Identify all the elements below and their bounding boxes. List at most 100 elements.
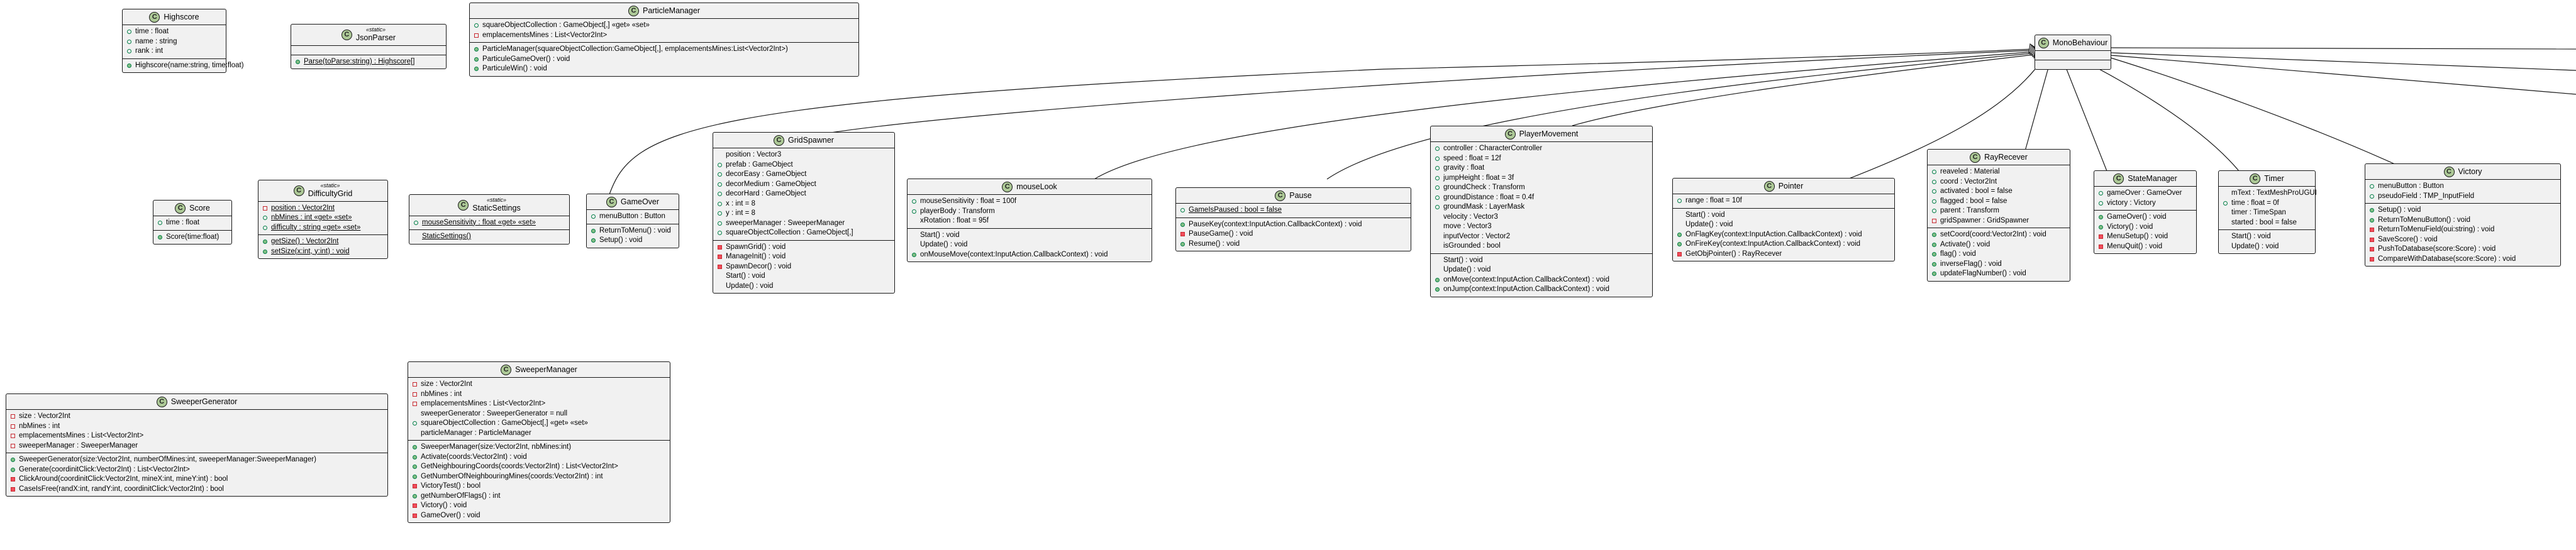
method-row: GetNumberOfNeighbouringMines(coords:Vect… xyxy=(413,472,665,482)
public-visibility-icon xyxy=(158,221,162,226)
field-row: groundMask : LayerMask xyxy=(1435,202,1648,212)
method-row: onMove(context:InputAction.CallbackConte… xyxy=(1435,275,1648,285)
field-row: gridSpawner : GridSpawner xyxy=(1932,216,2065,226)
public-visibility-icon xyxy=(11,467,15,472)
method-text: Update() : void xyxy=(1443,266,1491,274)
field-text: range : float = 10f xyxy=(1685,197,1742,204)
private-visibility-icon xyxy=(413,484,417,489)
circled-c-icon: C xyxy=(293,185,304,197)
field-row: prefab : GameObject xyxy=(718,160,890,170)
fields-compartment: mouseSensitivity : float «get» «set» xyxy=(409,215,569,230)
method-row: Update() : void xyxy=(1677,220,1890,230)
method-text: OnFlagKey(context:InputAction.CallbackCo… xyxy=(1685,230,1862,238)
field-row: move : Vector3 xyxy=(1435,222,1648,232)
field-row: started : bool = false xyxy=(2223,218,2311,228)
method-text: GameOver() : void xyxy=(2107,213,2167,221)
public-visibility-icon xyxy=(591,238,596,243)
field-row: nbMines : int «get» «set» xyxy=(263,213,383,223)
method-row: Setup() : void xyxy=(2370,206,2556,216)
method-row: Victory() : void xyxy=(2099,223,2192,233)
method-text: MenuSetup() : void xyxy=(2107,233,2168,241)
methods-compartment: PauseKey(context:InputAction.CallbackCon… xyxy=(1176,217,1411,251)
method-row: PauseGame() : void xyxy=(1180,229,1406,239)
circled-c-icon: C xyxy=(341,30,352,41)
method-row: ManageInit() : void xyxy=(718,252,890,262)
fields-compartment: menuButton : Button xyxy=(587,209,679,224)
field-row: decorEasy : GameObject xyxy=(718,170,890,180)
field-text: sweeperManager : SweeperManager xyxy=(19,441,138,449)
package-visibility-icon xyxy=(414,234,418,239)
public-visibility-icon xyxy=(127,39,131,44)
public-visibility-icon xyxy=(1435,156,1440,161)
method-row: updateFlagNumber() : void xyxy=(1932,269,2065,279)
class-name: JsonParser xyxy=(355,33,396,42)
field-text: size : Vector2Int xyxy=(421,380,472,388)
public-visibility-icon xyxy=(1435,287,1440,292)
field-text: emplacementsMines : List<Vector2Int> xyxy=(19,432,144,440)
method-row: ReturnToMenuButton() : void xyxy=(2370,216,2556,226)
method-row: MenuSetup() : void xyxy=(2099,232,2192,242)
field-text: time : float xyxy=(135,28,169,35)
field-row: menuButton : Button xyxy=(591,212,674,222)
public-visibility-icon xyxy=(263,249,267,254)
method-text: SaveScore() : void xyxy=(2378,235,2438,243)
public-visibility-icon xyxy=(2099,224,2103,229)
public-visibility-icon xyxy=(718,231,722,236)
method-text: GetNeighbouringCoords(coords:Vector2Int)… xyxy=(421,463,618,471)
package-visibility-icon xyxy=(1435,224,1440,229)
public-visibility-icon xyxy=(1932,272,1936,277)
method-row: Victory() : void xyxy=(413,501,665,511)
field-text: difficulty : string «get» «set» xyxy=(271,223,361,231)
method-row: Activate() : void xyxy=(1932,240,2065,250)
class-name: PlayerMovement xyxy=(1519,129,1579,138)
circled-c-icon: C xyxy=(1275,190,1286,201)
field-row: squareObjectCollection : GameObject[,] «… xyxy=(474,21,854,31)
field-text: nbMines : int xyxy=(19,422,60,430)
package-visibility-icon xyxy=(718,284,722,289)
class-name: Timer xyxy=(2264,173,2284,183)
public-visibility-icon xyxy=(2370,194,2374,199)
public-visibility-icon xyxy=(1435,175,1440,180)
method-row: Resume() : void xyxy=(1180,239,1406,250)
method-text: ReturnToMenu() : void xyxy=(599,226,671,234)
public-visibility-icon xyxy=(912,252,916,257)
field-text: activated : bool = false xyxy=(1940,187,2012,195)
field-text: coord : Vector2Int xyxy=(1940,177,1997,185)
public-visibility-icon xyxy=(718,211,722,216)
field-row: groundCheck : Transform xyxy=(1435,183,1648,193)
field-row: isGrounded : bool xyxy=(1435,241,1648,251)
package-visibility-icon xyxy=(2223,245,2228,249)
method-row: getSize() : Vector2Int xyxy=(263,237,383,247)
method-text: Resume() : void xyxy=(1189,239,1240,248)
field-row: rank : int xyxy=(127,47,221,57)
method-text: inverseFlag() : void xyxy=(1940,260,2002,268)
method-text: StaticSettings() xyxy=(422,233,471,241)
fields-compartment: time : float xyxy=(153,216,231,230)
public-visibility-icon xyxy=(591,214,596,219)
